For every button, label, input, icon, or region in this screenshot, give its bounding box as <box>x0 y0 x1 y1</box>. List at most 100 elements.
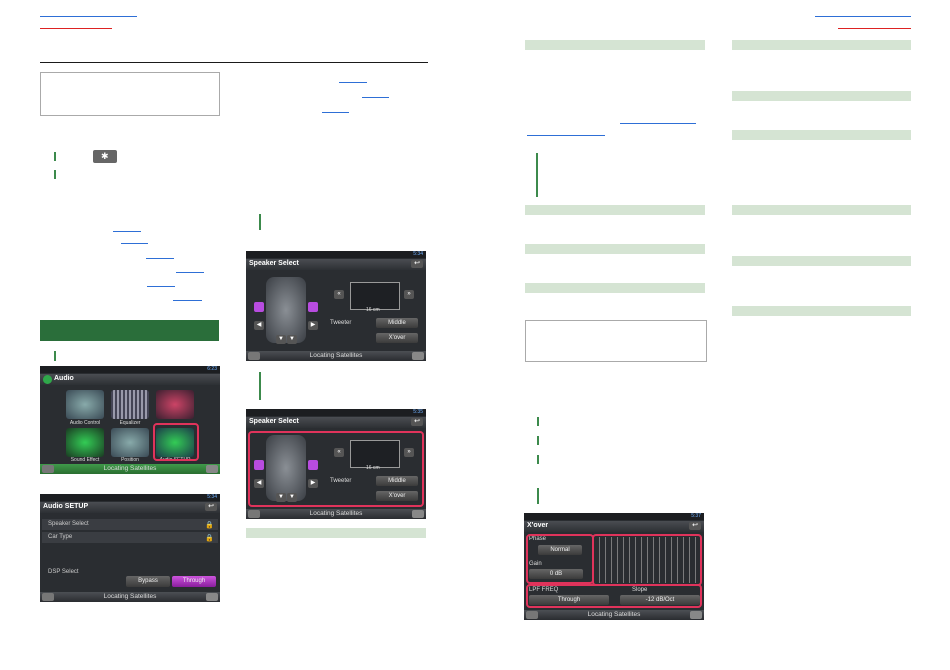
phase-value: Normal <box>550 547 570 553</box>
down-arrow-2[interactable]: ▼ <box>287 335 297 344</box>
step-marker-5 <box>259 372 261 400</box>
ref-link-8[interactable] <box>362 97 389 98</box>
bottom-status: Locating Satellites <box>103 465 157 472</box>
green-band-1 <box>525 40 705 50</box>
left-arrow[interactable]: ◀ <box>254 479 264 488</box>
home-button[interactable] <box>526 611 538 619</box>
header-link-bottom[interactable] <box>40 28 112 29</box>
ref-link-4[interactable] <box>176 272 204 273</box>
tweeter-selector[interactable]: Middle <box>376 318 418 328</box>
step-marker-10 <box>537 488 539 504</box>
screen-title: Audio SETUP <box>43 503 89 510</box>
tweeter-value: Middle <box>388 320 406 326</box>
ref-link-6[interactable] <box>173 300 202 301</box>
header-link-right-top[interactable] <box>815 16 911 17</box>
step-marker-7 <box>537 417 539 426</box>
dsp-select-label: DSP Select <box>48 569 79 575</box>
slope-label: Slope <box>632 587 648 593</box>
speaker-size: 16 cm <box>366 465 380 471</box>
settings-button[interactable] <box>690 611 702 619</box>
row-car-type[interactable]: Car Type <box>42 532 218 543</box>
car-image <box>266 435 306 501</box>
back-button[interactable]: ↩ <box>411 260 423 268</box>
settings-button[interactable] <box>412 352 424 360</box>
ref-link-10[interactable] <box>620 123 696 124</box>
tile-position[interactable] <box>111 428 149 457</box>
highlight-audio-setup <box>153 423 199 461</box>
through-button[interactable]: Through <box>172 576 216 587</box>
settings-button[interactable] <box>206 593 218 601</box>
gain-selector[interactable]: 0 dB <box>529 569 583 579</box>
lpf-label: LPF FREQ <box>529 587 559 593</box>
green-band-4 <box>525 283 705 293</box>
tile-audio-setup[interactable] <box>156 428 194 457</box>
tile-zone[interactable] <box>156 390 194 419</box>
settings-button[interactable] <box>412 510 424 518</box>
size-prev-button[interactable]: « <box>334 290 344 299</box>
tile-sound-effect[interactable] <box>66 428 104 457</box>
home-button[interactable] <box>248 510 260 518</box>
right-arrow[interactable]: ▶ <box>308 321 318 330</box>
home-button[interactable] <box>42 465 54 473</box>
highlight-phase-gain <box>526 534 594 584</box>
ref-link-5[interactable] <box>147 286 175 287</box>
tile-label-position: Position <box>121 457 139 463</box>
home-button[interactable] <box>42 593 54 601</box>
row-speaker-select[interactable]: Speaker Select <box>42 519 218 530</box>
ref-link-11[interactable] <box>527 135 605 136</box>
xover-button[interactable]: X'over <box>376 491 418 501</box>
back-button[interactable]: ↩ <box>689 522 701 530</box>
tile-label-sound-effect: Sound Effect <box>70 457 100 463</box>
ref-link-9[interactable] <box>322 112 349 113</box>
ref-link-3[interactable] <box>146 258 174 259</box>
frequency-graph <box>594 537 700 583</box>
down-arrow-2[interactable]: ▼ <box>287 493 297 502</box>
header-rule-left <box>40 62 428 63</box>
size-prev-button[interactable]: « <box>334 448 344 457</box>
bottom-status: Locating Satellites <box>309 352 363 359</box>
green-band-r6 <box>732 306 911 316</box>
clock-text: 5:34 <box>413 251 423 257</box>
bypass-button[interactable]: Bypass <box>126 576 170 587</box>
down-arrow-1[interactable]: ▼ <box>276 493 286 502</box>
down-arrow-1[interactable]: ▼ <box>276 335 286 344</box>
note-box-right <box>525 320 707 362</box>
slope-selector[interactable]: -12 dB/Oct <box>620 595 700 605</box>
xover-button[interactable]: X'over <box>376 333 418 343</box>
left-arrow[interactable]: ◀ <box>254 321 264 330</box>
lock-icon: 🔒 <box>205 535 214 542</box>
phase-selector[interactable]: Normal <box>538 545 582 555</box>
speaker-right-front[interactable] <box>308 302 318 312</box>
lpf-selector[interactable]: Through <box>529 595 609 605</box>
tweeter-label: Tweeter <box>330 478 352 484</box>
bottom-status: Locating Satellites <box>309 510 363 517</box>
speaker-right-front[interactable] <box>308 460 318 470</box>
highlight-lpf-slope <box>526 584 702 608</box>
note-box-left <box>40 72 220 116</box>
ref-link-7[interactable] <box>339 82 367 83</box>
header-link-top[interactable] <box>40 16 137 17</box>
header-link-right-bottom[interactable] <box>838 28 911 29</box>
speaker-left-front[interactable] <box>254 460 264 470</box>
green-band-3 <box>525 244 705 254</box>
gear-icon: ✱ <box>93 150 117 163</box>
back-button[interactable]: ↩ <box>411 418 423 426</box>
screen-xover: 5:37 X'over↩ Phase Normal Gain 0 dB LPF … <box>524 513 704 620</box>
size-next-button[interactable]: » <box>404 290 414 299</box>
ref-link-2[interactable] <box>121 243 148 244</box>
settings-button[interactable] <box>206 465 218 473</box>
right-arrow[interactable]: ▶ <box>308 479 318 488</box>
back-button[interactable]: ↩ <box>205 503 217 511</box>
tile-label-audio-control: Audio Control <box>69 420 101 426</box>
ref-link-1[interactable] <box>113 231 141 232</box>
tweeter-selector[interactable]: Middle <box>376 476 418 486</box>
speaker-image <box>350 282 400 310</box>
home-button[interactable] <box>248 352 260 360</box>
size-next-button[interactable]: » <box>404 448 414 457</box>
tile-equalizer[interactable] <box>111 390 149 419</box>
green-band-2 <box>525 205 705 215</box>
screen-speaker-select-2: 5:35 Speaker Select↩ ◀ ▶ ▼ ▼ « 16 cm » T… <box>246 409 426 519</box>
speaker-left-front[interactable] <box>254 302 264 312</box>
tile-audio-control[interactable] <box>66 390 104 419</box>
screen-title: Audio <box>54 375 74 382</box>
